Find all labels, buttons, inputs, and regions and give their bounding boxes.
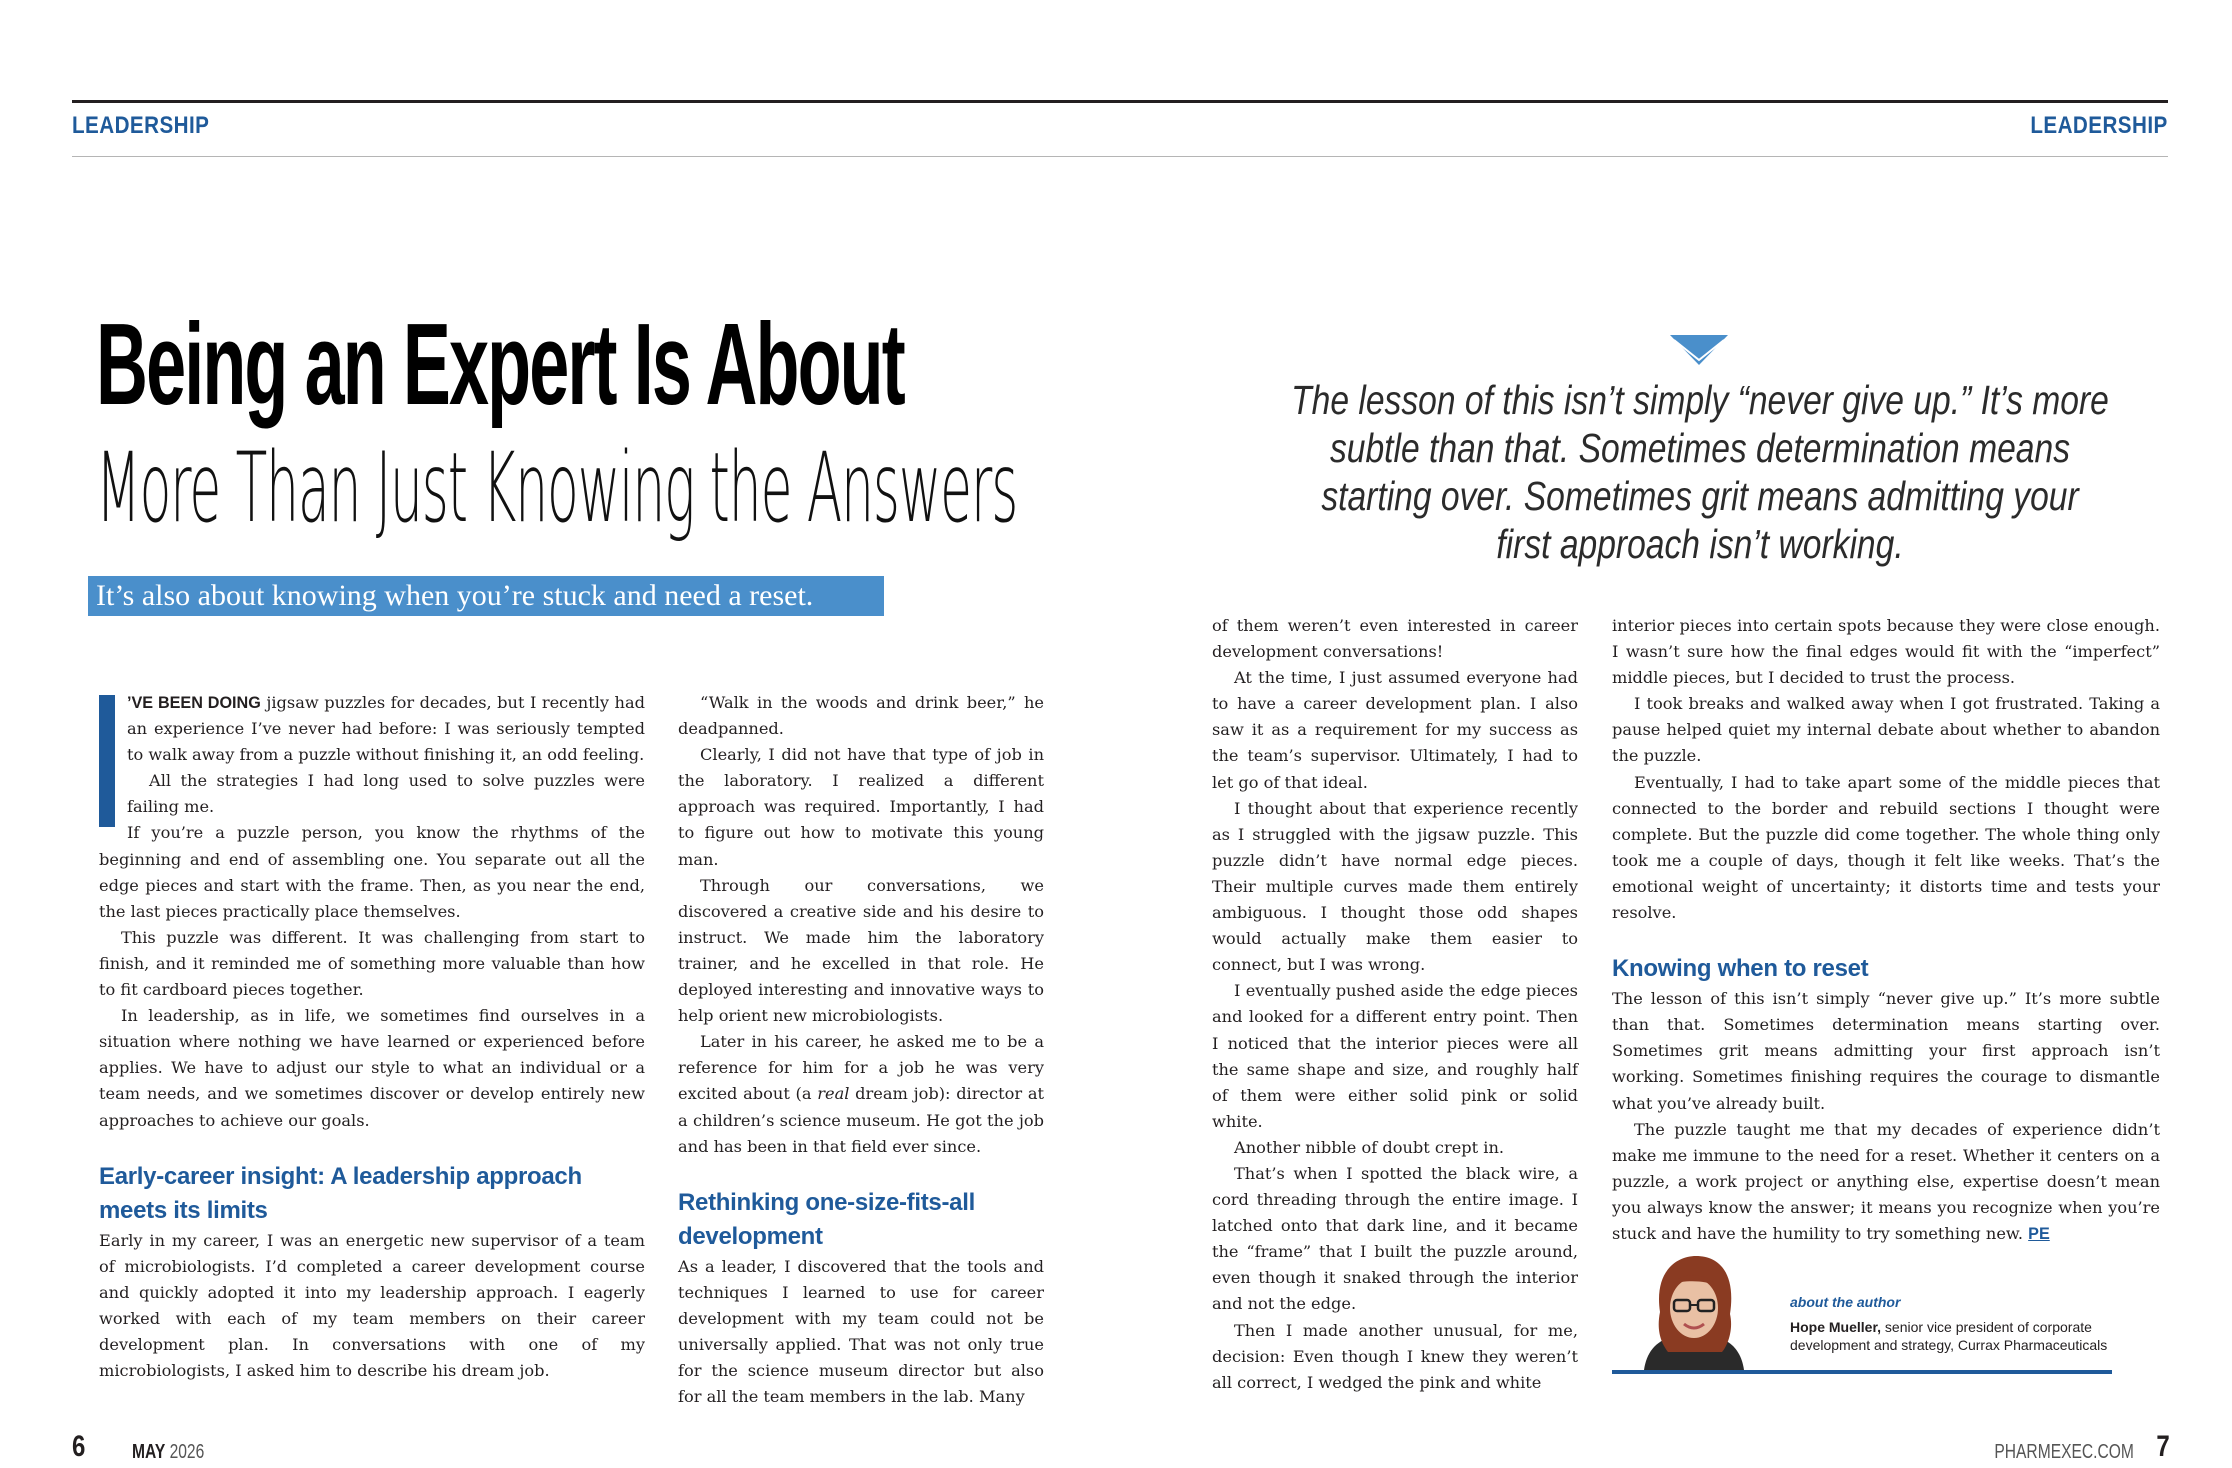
paragraph: Through our conversations, we discovered…: [678, 875, 1044, 1026]
author-box: about the author Hope Mueller, senior vi…: [1612, 1250, 2112, 1374]
paragraph-text: jigsaw puzzles for decades, but I recent…: [127, 693, 645, 765]
paragraph: That’s when I spotted the black wire, a …: [1212, 1163, 1578, 1314]
paragraph: Eventually, I had to take apart some of …: [1612, 772, 2160, 923]
pull-quote: The lesson of this isn’t simply “never g…: [1291, 377, 2109, 567]
paragraph: Later in his career, he asked me to be a…: [678, 1029, 1044, 1159]
article-column-3: of them weren’t even interested in caree…: [1212, 613, 1578, 1396]
paragraph: This puzzle was different. It was challe…: [99, 927, 645, 1000]
paragraph: Then I made another unusual, for me, dec…: [1212, 1320, 1578, 1392]
paragraph: If you’re a puzzle person, you know the …: [99, 823, 645, 921]
paragraph: The puzzle taught me that my decades of …: [1612, 1117, 2160, 1247]
paragraph-text: The puzzle taught me that my decades of …: [1612, 1119, 2160, 1243]
deck-banner: It’s also about knowing when you’re stuc…: [88, 576, 884, 616]
paragraph: I took breaks and walked away when I got…: [1612, 694, 2160, 766]
end-mark: PE: [2028, 1224, 2050, 1243]
headline-main: Being an Expert Is About: [96, 299, 906, 429]
paragraph: ’VE BEEN DOING jigsaw puzzles for decade…: [99, 690, 645, 827]
subhead: Rethinking one-size-fits-all development: [678, 1188, 975, 1250]
paragraph: “Walk in the woods and drink beer,” he d…: [678, 693, 1044, 739]
article-column-4: interior pieces into certain spots becau…: [1612, 613, 2160, 1247]
chevron-down-icon: [1670, 335, 1728, 365]
issue-date: MAY 2026: [132, 1441, 204, 1464]
header-underline: [72, 156, 2168, 157]
paragraph: Clearly, I did not have that type of job…: [678, 745, 1044, 869]
paragraph-text: Later in his career, he asked me to be a…: [678, 1032, 1044, 1104]
author-title: senior vice president of corporate devel…: [1790, 1319, 2108, 1353]
paragraph: I thought about that experience recently…: [1212, 798, 1578, 975]
paragraph: I eventually pushed aside the edge piece…: [1212, 981, 1578, 1131]
section-label-right: LEADERSHIP: [2030, 112, 2168, 139]
paragraph: In leadership, as in life, we sometimes …: [99, 1006, 645, 1130]
issue-month: MAY: [132, 1441, 166, 1463]
subhead: Early-career insight: A leadership appro…: [99, 1162, 582, 1224]
page-number-left: 6: [72, 1430, 86, 1463]
article-column-1: ’VE BEEN DOING jigsaw puzzles for decade…: [99, 690, 645, 1384]
issue-year: 2026: [169, 1441, 205, 1463]
paragraph: Another nibble of doubt crept in.: [1234, 1137, 1505, 1157]
header-rule: [72, 100, 2168, 103]
emphasis: real: [817, 1084, 850, 1104]
article-column-2: “Walk in the woods and drink beer,” he d…: [678, 690, 1044, 1410]
subhead: Knowing when to reset: [1612, 955, 1869, 983]
lead-in: ’VE BEEN DOING: [127, 694, 261, 712]
author-name: Hope Mueller,: [1790, 1319, 1882, 1335]
author-bio: Hope Mueller, senior vice president of c…: [1790, 1318, 2130, 1354]
paragraph: interior pieces into certain spots becau…: [1612, 616, 2160, 688]
paragraph: Early in my career, I was an energetic n…: [99, 1230, 645, 1381]
page-number-right: 7: [2156, 1430, 2170, 1463]
site-url: PHARMEXEC.COM: [1994, 1441, 2134, 1463]
paragraph-text: dream job): director at a children’s sci…: [678, 1084, 1044, 1156]
author-photo: [1636, 1252, 1752, 1370]
paragraph: The lesson of this isn’t simply “never g…: [1612, 989, 2160, 1113]
headline-sub: More Than Just Knowing the Answers: [96, 432, 1018, 544]
section-label-left: LEADERSHIP: [72, 112, 210, 139]
paragraph: All the strategies I had long used to so…: [127, 771, 645, 817]
author-tag: about the author: [1790, 1294, 1901, 1310]
drop-cap: [99, 695, 115, 827]
paragraph: As a leader, I discovered that the tools…: [678, 1256, 1044, 1407]
paragraph: of them weren’t even interested in caree…: [1212, 616, 1578, 662]
paragraph: At the time, I just assumed everyone had…: [1212, 668, 1578, 792]
